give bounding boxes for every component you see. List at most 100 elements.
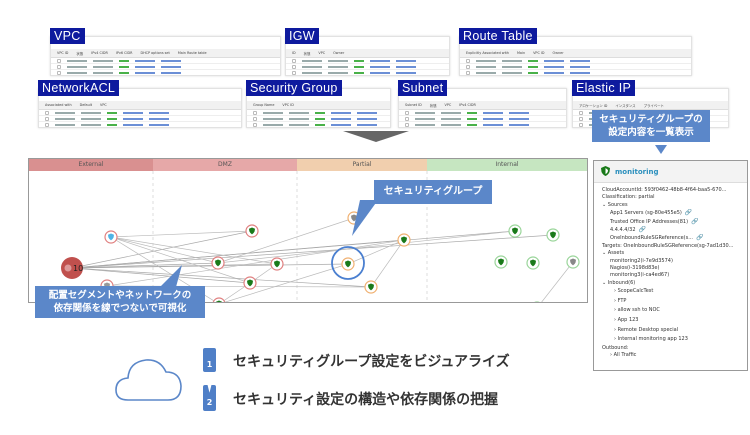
column-header[interactable]: VPC — [100, 103, 107, 107]
detail-line[interactable]: › Remote Desktop special — [614, 326, 679, 333]
row-checkbox[interactable] — [466, 70, 470, 75]
table-row[interactable] — [286, 70, 449, 75]
row-checkbox[interactable] — [57, 58, 61, 63]
row-checkbox[interactable] — [405, 110, 409, 115]
detail-line[interactable]: › allow ssh to NOC — [614, 307, 660, 314]
table-row[interactable] — [399, 110, 566, 116]
security-group-node[interactable] — [245, 224, 259, 238]
column-header[interactable]: Main Route table — [177, 51, 207, 55]
column-header[interactable]: Associated with — [45, 103, 72, 107]
security-group-node[interactable] — [364, 280, 378, 294]
column-header[interactable]: VPC — [444, 103, 452, 107]
row-checkbox[interactable] — [579, 122, 583, 127]
column-header[interactable]: Subnet ID — [405, 103, 422, 107]
resource-table-0[interactable]: VPC ID 状態 IPv4 CIDR IPv6 CIDR DHCP options s… — [50, 36, 281, 76]
row-checkbox[interactable] — [405, 122, 409, 127]
security-group-node[interactable] — [243, 276, 257, 290]
security-group-node[interactable] — [508, 224, 522, 238]
table-row[interactable] — [286, 58, 449, 64]
detail-line[interactable]: › All Traffic — [610, 352, 637, 359]
column-header[interactable]: プライベート — [643, 103, 664, 108]
detail-line[interactable]: ⌄ Assets — [602, 250, 625, 257]
row-checkbox[interactable] — [253, 116, 257, 121]
column-header[interactable]: Group Name — [253, 103, 275, 107]
shield-icon — [216, 300, 222, 302]
column-header[interactable]: Main — [517, 51, 526, 55]
detail-title[interactable]: monitoring — [615, 167, 659, 176]
topology-graph[interactable]: External DMZ Partial Internal 10 — [28, 158, 588, 303]
column-header[interactable]: VPC ID — [57, 51, 69, 55]
security-group-node[interactable] — [546, 228, 560, 242]
row-checkbox[interactable] — [466, 58, 470, 63]
row-checkbox[interactable] — [45, 116, 49, 121]
table-row[interactable] — [39, 116, 241, 122]
security-group-node[interactable] — [566, 255, 580, 269]
table-row[interactable] — [51, 58, 280, 64]
table-row[interactable] — [39, 110, 241, 116]
row-checkbox[interactable] — [253, 122, 257, 127]
column-header[interactable]: アロケーション ID — [579, 103, 608, 108]
column-header[interactable]: VPC — [318, 51, 326, 55]
table-row[interactable] — [247, 110, 390, 116]
link-icon[interactable]: 🔗 — [684, 209, 693, 217]
security-group-node[interactable] — [397, 233, 411, 247]
column-header[interactable]: IPv4 CIDR — [459, 103, 476, 107]
table-row[interactable] — [460, 70, 691, 75]
row-checkbox[interactable] — [466, 64, 470, 69]
column-header[interactable]: DHCP options set — [140, 51, 170, 55]
table-row[interactable] — [460, 58, 691, 64]
security-group-node[interactable] — [211, 256, 225, 270]
table-row[interactable] — [460, 64, 691, 70]
row-checkbox[interactable] — [292, 58, 296, 63]
security-group-node[interactable] — [104, 230, 118, 244]
table-row[interactable] — [247, 122, 390, 127]
row-checkbox[interactable] — [292, 70, 296, 75]
link-icon[interactable]: 🔗 — [696, 234, 704, 242]
column-header[interactable]: VPC ID — [282, 103, 294, 107]
row-checkbox[interactable] — [253, 110, 257, 115]
external-node[interactable]: 10 — [61, 257, 83, 279]
security-group-node[interactable] — [494, 255, 508, 269]
link-icon[interactable]: 🔗 — [638, 226, 647, 234]
table-row[interactable] — [399, 122, 566, 127]
row-checkbox[interactable] — [45, 110, 49, 115]
row-checkbox[interactable] — [405, 116, 409, 121]
table-row[interactable] — [247, 116, 390, 122]
row-checkbox[interactable] — [57, 70, 61, 75]
security-group-node[interactable] — [341, 257, 355, 271]
detail-line[interactable]: › App 123 — [614, 317, 639, 324]
column-header[interactable]: IPv6 CIDR — [115, 51, 133, 55]
row-checkbox[interactable] — [579, 116, 583, 121]
security-group-node[interactable] — [526, 256, 540, 270]
row-checkbox[interactable] — [292, 64, 296, 69]
column-header[interactable]: Explicitly Associated with — [466, 51, 509, 55]
column-header[interactable]: Owner — [552, 51, 564, 55]
row-checkbox[interactable] — [57, 64, 61, 69]
resource-table-1[interactable]: ID 状態 VPC Owner — [285, 36, 450, 76]
column-header[interactable]: ID — [292, 51, 296, 55]
column-header[interactable]: 状態 — [303, 51, 311, 56]
column-header[interactable]: インスタンス — [615, 103, 636, 108]
table-row[interactable] — [51, 70, 280, 75]
row-checkbox[interactable] — [579, 110, 583, 115]
detail-line[interactable]: ⌄ Inbound(6) — [602, 279, 636, 286]
column-header[interactable]: 状態 — [76, 51, 84, 56]
column-header[interactable]: Owner — [333, 51, 345, 55]
detail-line[interactable]: › ScopeCalcTest — [614, 288, 654, 295]
table-row[interactable] — [399, 116, 566, 122]
security-group-detail-panel[interactable]: monitoring CloudAccountId: 593f0462-48b8… — [593, 160, 748, 371]
table-row[interactable] — [51, 64, 280, 70]
table-row[interactable] — [39, 122, 241, 127]
column-header[interactable]: IPv4 CIDR — [91, 51, 108, 55]
column-header[interactable]: 状態 — [429, 103, 437, 108]
detail-line[interactable]: › Internal monitoring app 123 — [614, 336, 688, 343]
security-group-node[interactable] — [212, 297, 226, 302]
security-group-node[interactable] — [270, 257, 284, 271]
detail-line[interactable]: › FTP — [614, 297, 627, 304]
row-checkbox[interactable] — [45, 122, 49, 127]
detail-line[interactable]: ⌄ Sources — [602, 201, 628, 208]
column-header[interactable]: VPC ID — [533, 51, 545, 55]
column-header[interactable]: Default — [79, 103, 93, 107]
link-icon[interactable]: 🔗 — [691, 217, 699, 225]
table-row[interactable] — [286, 64, 449, 70]
